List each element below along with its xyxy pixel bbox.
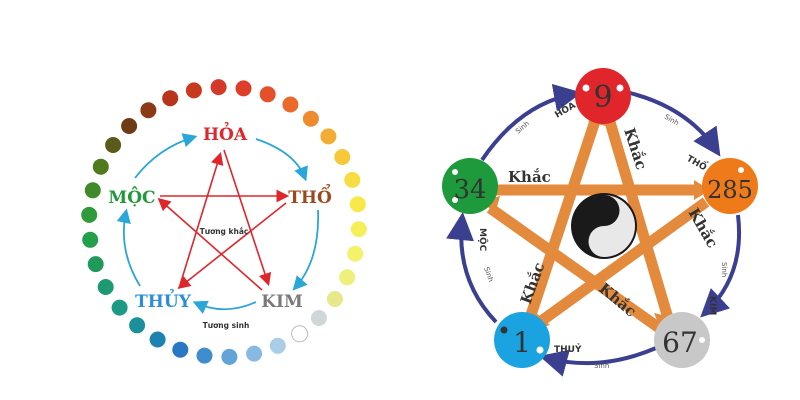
ring-dot — [349, 196, 366, 213]
ring-dot — [269, 337, 286, 354]
ring-dot — [162, 90, 179, 107]
color-dot-ring — [81, 79, 367, 365]
ring-dot — [121, 118, 138, 134]
ring-dot — [282, 96, 299, 113]
node-hoa-numbers: 9 — [593, 80, 612, 115]
ring-dot — [81, 206, 98, 223]
bottom-label-tuong-sinh: Tương sinh — [203, 321, 250, 330]
ring-dot — [246, 345, 263, 362]
ring-dot — [84, 182, 101, 199]
sinh-label-right: Sinh — [720, 262, 728, 277]
khac-label-top: Khắc — [508, 168, 551, 186]
ring-dot — [221, 348, 238, 365]
ring-dot — [350, 221, 367, 238]
khac-label-bottom: Khắc — [595, 279, 639, 320]
ring-dot — [259, 86, 276, 103]
ring-dot — [320, 128, 337, 145]
ring-dot — [235, 80, 252, 97]
ring-dot — [92, 158, 109, 175]
generating-cycle-arrows — [116, 133, 320, 314]
node-moc: 34 — [442, 158, 498, 214]
ring-dot — [196, 347, 213, 364]
ring-dot — [82, 231, 99, 248]
ring-dot — [326, 291, 343, 307]
yin-yang-symbol — [571, 193, 637, 259]
ring-dot — [185, 82, 202, 99]
right-five-elements-diagram: Khắc Khắc Khắc Khắc Khắc 9 285 67 — [442, 68, 758, 377]
label-tho: THỔ — [288, 183, 332, 208]
ring-dot — [129, 317, 146, 334]
right-label-kim: KIM — [707, 296, 717, 315]
ring-dot — [310, 310, 327, 326]
khac-star-arrows — [486, 116, 710, 335]
ring-dot — [210, 79, 227, 96]
sinh-label-left: Sinh — [482, 266, 495, 283]
right-label-thuy: THUỶ — [554, 343, 582, 355]
khac-label-right: Khắc — [685, 205, 722, 251]
right-label-hoa: HỎA — [552, 98, 578, 120]
sinh-label-bottom: Sinh — [594, 362, 609, 370]
node-hoa: 9 — [575, 68, 631, 124]
ring-dot — [344, 171, 361, 188]
right-label-moc: MỘC — [477, 228, 488, 252]
ring-dot — [105, 137, 122, 153]
ring-dot — [97, 279, 114, 295]
ring-dot — [291, 325, 309, 343]
ring-dot — [140, 102, 157, 119]
node-kim-numbers: 67 — [662, 326, 698, 359]
ring-dot — [172, 341, 189, 358]
ring-dot — [111, 299, 128, 316]
ring-dot — [149, 331, 166, 348]
node-kim: 67 — [654, 312, 710, 368]
node-tho-numbers: 285 — [707, 176, 753, 204]
center-label-tuong-khac: Tương khắc — [200, 227, 249, 236]
label-thuy: THỦY — [135, 289, 192, 312]
label-moc: MỘC — [108, 187, 155, 208]
label-kim: KIM — [261, 292, 303, 312]
controlling-star-arrows — [157, 149, 290, 291]
ring-dot — [334, 149, 351, 165]
ring-dot — [302, 110, 319, 127]
ring-dot — [87, 256, 104, 273]
ring-dot — [339, 269, 356, 286]
node-tho: 285 — [702, 158, 758, 214]
ring-dot — [347, 245, 364, 262]
node-moc-numbers: 34 — [453, 175, 486, 205]
right-label-tho: THỔ — [685, 151, 710, 173]
node-thuy: 1 — [494, 312, 550, 368]
left-five-elements-diagram: HỎA THỔ KIM THỦY MỘC Tương khắc Tương si… — [81, 79, 367, 365]
label-hoa: HỎA — [203, 122, 248, 145]
node-thuy-numbers: 1 — [513, 326, 531, 359]
sinh-cycle-arrows — [446, 83, 742, 377]
